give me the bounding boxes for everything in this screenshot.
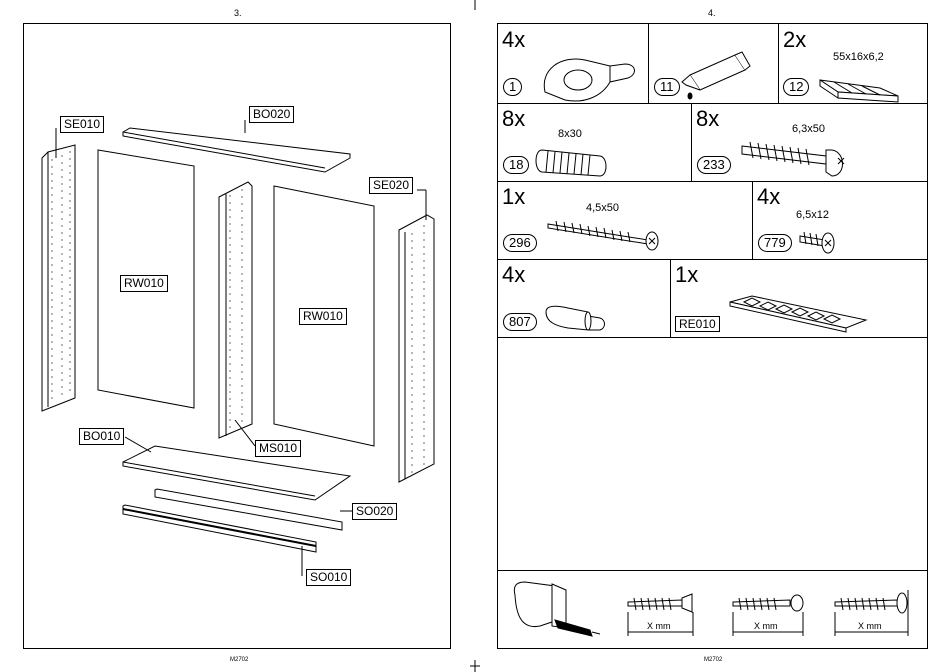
part-18-qty: 8x [502, 108, 525, 130]
label-bo010: BO010 [79, 428, 124, 445]
fastener-row [497, 570, 928, 649]
part-296-qty: 1x [502, 186, 525, 208]
label-rw010-left: RW010 [120, 275, 168, 292]
part-12-dimension: 55x16x6,2 [833, 51, 884, 63]
label-so010: SO010 [306, 569, 351, 586]
part-12-qty: 2x [783, 29, 806, 51]
parts-row-3 [497, 181, 928, 260]
part-re010-qty: 1x [675, 264, 698, 286]
part-18-number: 18 [503, 156, 529, 174]
part-233-qty: 8x [696, 108, 719, 130]
label-ms010: MS010 [255, 440, 301, 457]
part-779-qty: 4x [757, 186, 780, 208]
part-233-number: 233 [697, 156, 731, 174]
dimension-x-mm-3: X mm [858, 621, 882, 631]
part-18-dimension: 8x30 [558, 128, 582, 140]
part-296-dimension: 4,5x50 [586, 202, 619, 214]
side-panel-se020 [399, 215, 434, 482]
page-number-right: 4. [708, 8, 716, 18]
part-11-number: 11 [654, 78, 680, 96]
parts-row-1 [497, 23, 928, 104]
part-296-number: 296 [503, 234, 537, 252]
part-779-dimension: 6,5x12 [796, 209, 829, 221]
label-bo020: BO020 [249, 106, 294, 123]
part-12-number: 12 [783, 78, 809, 96]
part-1-number: 1 [503, 78, 522, 96]
label-se010: SE010 [60, 116, 104, 133]
part-233-dimension: 6,3x50 [792, 123, 825, 135]
label-rw010-right: RW010 [299, 308, 347, 325]
middle-panel-ms010 [219, 182, 252, 438]
part-re010-number: RE010 [675, 316, 720, 332]
part-807-qty: 4x [502, 264, 525, 286]
label-se020: SE020 [369, 177, 413, 194]
part-807-number: 807 [503, 313, 537, 331]
footer-right: M2702 [704, 657, 722, 663]
label-so020: SO020 [352, 503, 397, 520]
part-779-number: 779 [758, 234, 792, 252]
dimension-x-mm-1: X mm [647, 621, 671, 631]
part-1-qty: 4x [502, 29, 525, 51]
dimension-x-mm-2: X mm [754, 621, 778, 631]
